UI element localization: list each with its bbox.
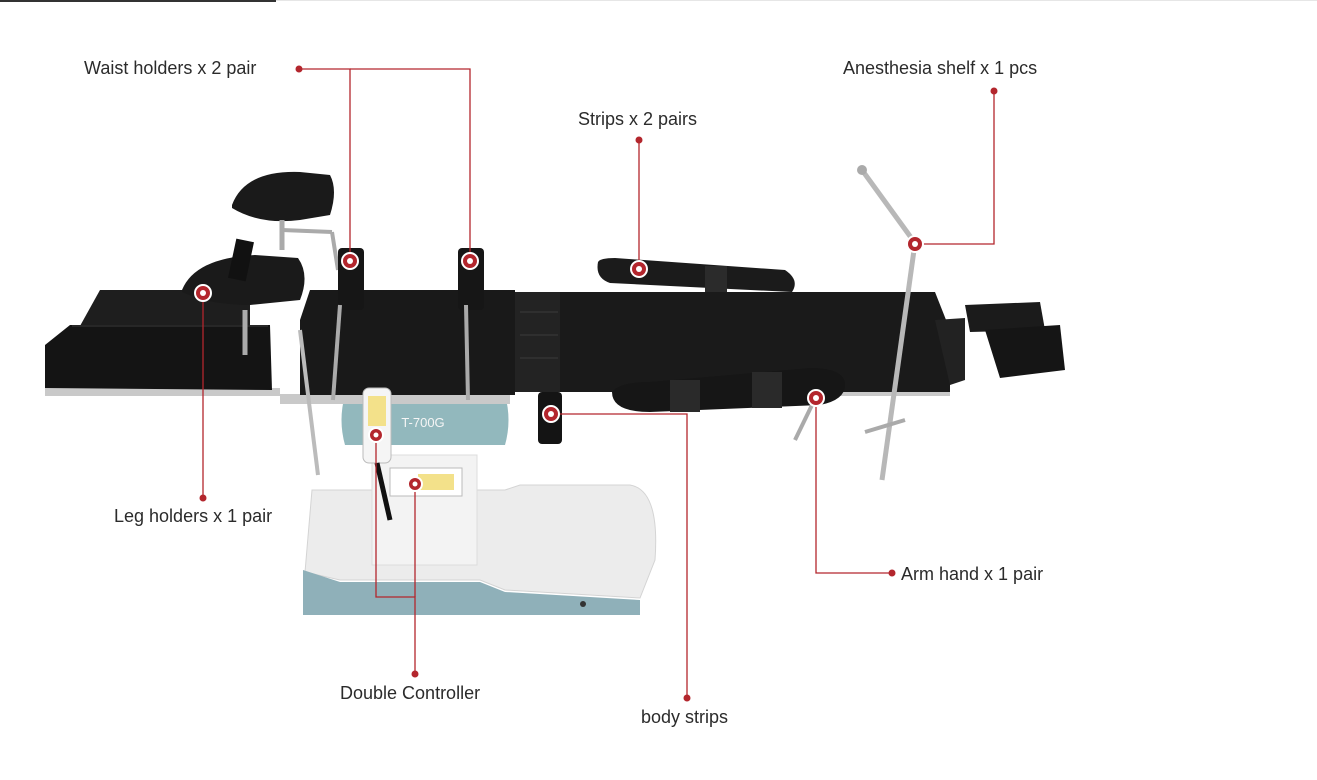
side-rail [280,394,510,404]
label-leg-holders: Leg holders x 1 pair [114,506,273,526]
label-waist-holders: Waist holders x 2 pair [84,58,257,78]
wall-controller [389,467,463,497]
label-double-controller: Double Controller [340,683,481,703]
callout-markers [194,235,924,492]
marker-wall-controller [407,476,423,492]
marker-leg-holder [194,284,212,302]
callout-end-dots [199,65,998,702]
marker-waist-right [461,252,479,270]
model-badge: T-700G [401,415,444,430]
arm-hand-board [612,368,845,441]
label-strips: Strips x 2 pairs [578,109,698,129]
top-rule [0,0,1317,1]
back-section-pad [515,292,950,392]
marker-hand-controller [368,427,384,443]
callout-lines [202,68,995,698]
marker-strips [630,260,648,278]
left-side-rail [45,388,280,396]
leg-holder-lower [182,238,320,476]
leg-holder-upper [232,171,340,271]
label-anesthesia-shelf: Anesthesia shelf x 1 pcs [843,58,1038,78]
anesthesia-shelf-pole [857,165,918,481]
label-arm-hand: Arm hand x 1 pair [901,564,1044,584]
leg-section-pads [45,290,272,390]
strips-arm-board [597,258,795,292]
marker-waist-left [341,252,359,270]
top-rule-accent [0,0,276,2]
hand-controller [362,387,393,521]
marker-arm-hand [807,389,825,407]
label-body-strips: body strips [641,707,729,727]
marker-body-strip [542,405,560,423]
head-section [935,302,1065,385]
seat-pad [300,290,515,395]
table-base [303,454,657,615]
marker-anesthesia-shelf [906,235,924,253]
